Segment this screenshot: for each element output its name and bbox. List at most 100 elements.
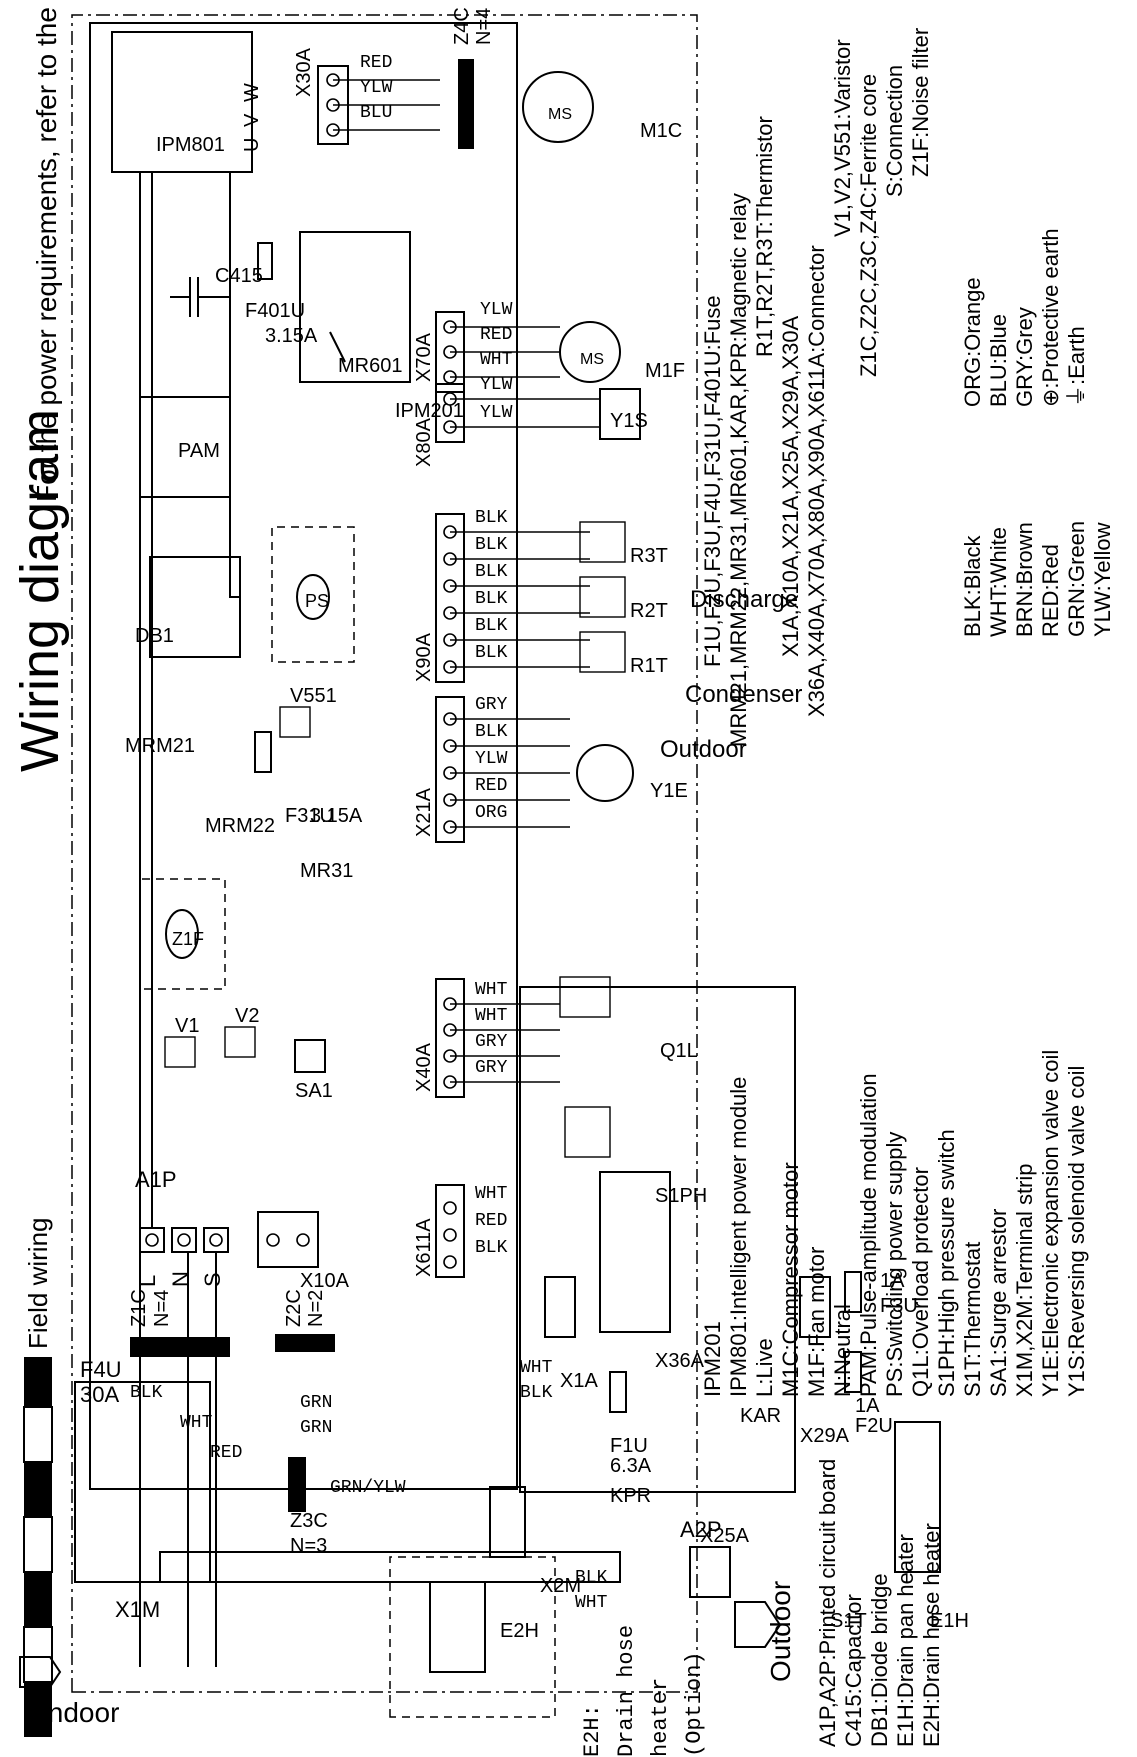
f4u-rating: 30A bbox=[80, 1382, 119, 1407]
legend-mid-14: Y1E:Electronic expansion valve coil bbox=[1038, 1050, 1063, 1397]
color-left-1: BLK:Black bbox=[960, 535, 985, 637]
legend-right-2: MRM21,MRM22,MR31,MR601,KAR,KPR:Magnetic … bbox=[726, 193, 751, 747]
x1a-label: X1A bbox=[560, 1370, 598, 1392]
x36a-connector bbox=[599, 1171, 671, 1333]
z4c-n: N=4 bbox=[473, 8, 495, 45]
x21a-wire-4: RED bbox=[475, 776, 507, 796]
outdoor-house-icon bbox=[734, 1601, 782, 1648]
legend-right-3: R1T,R2T,R3T:Thermistor bbox=[752, 116, 777, 357]
v2-label: V2 bbox=[235, 1005, 259, 1027]
x1a-wire-1: WHT bbox=[520, 1358, 553, 1378]
legend-mid-11: S1T:Thermostat bbox=[960, 1242, 985, 1397]
x611a-wire-3: BLK bbox=[475, 1238, 508, 1258]
x1m-label: X1M bbox=[115, 1597, 160, 1622]
s1ph-switch bbox=[564, 1106, 611, 1158]
x2m-label: X2M bbox=[540, 1575, 581, 1597]
x90a-wire-1: BLK bbox=[475, 643, 508, 663]
legend-right: F1U,F2U,F3U,F4U,F31U,F401U:Fuse MRM21,MR… bbox=[700, 28, 933, 747]
y1s-coil bbox=[599, 388, 641, 440]
sensor-condenser: Condenser bbox=[685, 681, 802, 708]
legend-right-4: X1A,X10A,X21A,X25A,X29A,X30A bbox=[778, 315, 803, 657]
option-note-4: (Option) bbox=[682, 1651, 707, 1757]
x70a-wire-1: WHT bbox=[480, 350, 513, 370]
color-left-4: RED:Red bbox=[1038, 544, 1063, 637]
f4u-label: F4U bbox=[80, 1357, 122, 1382]
x25a-label: X25A bbox=[700, 1525, 750, 1547]
color-left-5: GRN:Green bbox=[1064, 521, 1089, 637]
x90a-wires bbox=[450, 531, 590, 668]
z2c-label: Z2C bbox=[283, 1289, 305, 1327]
ipm801-u: U bbox=[241, 138, 263, 152]
legend-mid-5: M1F:Fan motor bbox=[804, 1247, 829, 1397]
f31u-rating: 3.15A bbox=[310, 805, 363, 827]
outdoor-label: Outdoor bbox=[765, 1581, 796, 1682]
f401u-rating: 3.15A bbox=[265, 325, 318, 347]
x90a-wire-4: BLK bbox=[475, 562, 508, 582]
x611a-label: X611A bbox=[413, 1218, 435, 1277]
legend-mid-10: S1PH:High pressure switch bbox=[934, 1129, 959, 1397]
q1l-overload bbox=[559, 976, 611, 1018]
color-right-3: GRY:Grey bbox=[1012, 307, 1037, 407]
x21a-connector bbox=[435, 696, 465, 843]
color-left-3: BRN:Brown bbox=[1012, 522, 1037, 637]
legend-mid-9: Q1L:Overload protector bbox=[908, 1167, 933, 1397]
x90a-wire-5: BLK bbox=[475, 535, 508, 555]
f2u-label: F2U bbox=[855, 1415, 893, 1437]
option-note-3: heater bbox=[648, 1678, 673, 1757]
legend-mid-15: Y1S:Reversing solenoid valve coil bbox=[1064, 1066, 1089, 1397]
legend-right-1: F1U,F2U,F3U,F4U,F31U,F401U:Fuse bbox=[700, 295, 725, 667]
color-legend-right: ORG:Orange BLU:Blue GRY:Grey ⊕:Protectiv… bbox=[960, 228, 1089, 407]
e1h-label: E1H bbox=[930, 1610, 969, 1632]
a1p-terminals bbox=[139, 1227, 229, 1253]
x25a-connector bbox=[689, 1546, 731, 1598]
x30a-wire-3: RED bbox=[360, 53, 392, 73]
indoor-label: Indoor bbox=[40, 1697, 119, 1728]
x611a-wire-2: RED bbox=[475, 1211, 507, 1231]
x80a-label: X80A bbox=[413, 417, 435, 467]
field-wiring-legend: Field wiring bbox=[23, 1218, 53, 1737]
supply-wire-red: RED bbox=[210, 1443, 242, 1463]
f31u-fuse bbox=[254, 731, 272, 773]
x70a-label: X70A bbox=[413, 332, 435, 382]
m1c-compressor-motor bbox=[522, 71, 594, 143]
x30a-wire-1: BLU bbox=[360, 103, 392, 123]
x2m-wire-2: WHT bbox=[575, 1593, 608, 1613]
legend-right-7: Z1C,Z2C,Z3C,Z4C:Ferrite core bbox=[856, 74, 881, 377]
e2h-heater bbox=[429, 1581, 486, 1673]
ground-wire-2: GRN bbox=[300, 1418, 332, 1438]
option-note-2: Drain hose bbox=[614, 1625, 639, 1757]
x40a-wire-3: GRY bbox=[475, 1032, 508, 1052]
z1f-label: Z1F bbox=[172, 929, 204, 949]
s1ph-label: S1PH bbox=[655, 1185, 707, 1207]
r1t-thermistor bbox=[579, 631, 626, 673]
a1p-label: A1P bbox=[135, 1167, 177, 1192]
e2h-label: E2H bbox=[500, 1620, 539, 1642]
color-right-1: ORG:Orange bbox=[960, 277, 985, 407]
x90a-wire-3: BLK bbox=[475, 589, 508, 609]
e1h-heater bbox=[894, 1421, 941, 1573]
ipm801-module bbox=[111, 31, 253, 173]
x2m-wire-1: BLK bbox=[575, 1568, 608, 1588]
m1c-ms: MS bbox=[548, 106, 572, 123]
z1c-ferrite-core bbox=[130, 1337, 230, 1357]
v1-label: V1 bbox=[175, 1015, 199, 1037]
legend-mid-8: PS:Switching power supply bbox=[882, 1132, 907, 1397]
x611a-wire-1: WHT bbox=[475, 1184, 508, 1204]
ground-wire-1: GRN bbox=[300, 1393, 332, 1413]
x21a-wire-1: GRY bbox=[475, 695, 508, 715]
outdoor-unit-boundary bbox=[71, 14, 698, 1693]
ps-switching-supply bbox=[271, 526, 355, 663]
legend-mid-13: X1M,X2M:Terminal strip bbox=[1012, 1163, 1037, 1397]
legend-mid-6: N:Neutral bbox=[830, 1304, 855, 1397]
legend-mid-7: PAM:Pulse-amplitude modulation bbox=[856, 1073, 881, 1397]
term-l: L bbox=[135, 1275, 160, 1287]
s1t-label: S1T bbox=[830, 1610, 867, 1632]
f1u-label: F1U bbox=[610, 1435, 648, 1457]
color-right-5: ⏚:Earth bbox=[1064, 326, 1089, 407]
f401u-fuse bbox=[257, 242, 273, 280]
kar-label: KAR bbox=[740, 1405, 781, 1427]
x1m-terminal-strip bbox=[74, 1381, 211, 1583]
f2u-fuse bbox=[844, 1351, 862, 1393]
